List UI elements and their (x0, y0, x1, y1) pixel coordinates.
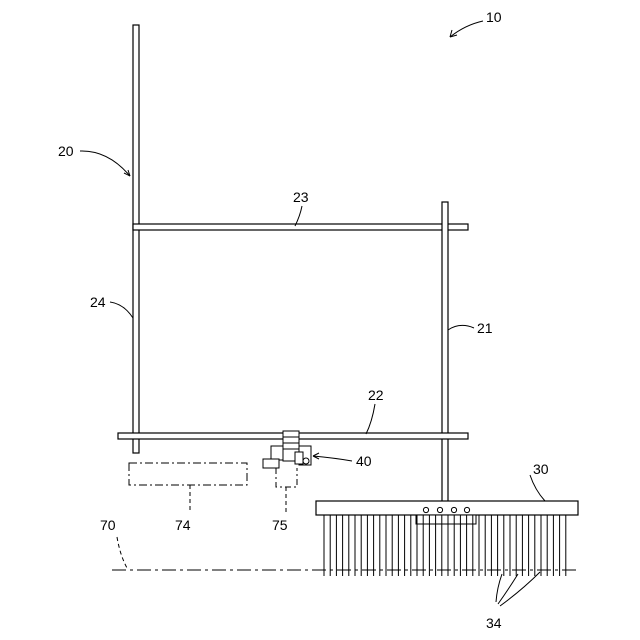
member-23-ref: 23 (293, 189, 309, 226)
box-74-ref: 74 (175, 485, 191, 533)
brush-label: 30 (533, 461, 549, 477)
member-24-ref: 24 (90, 294, 133, 318)
upper-horizontal-member (133, 224, 468, 230)
member-22-label: 22 (368, 387, 384, 403)
ground-ref: 70 (100, 517, 127, 568)
member-21-leader (448, 325, 474, 330)
clamp-ref: 40 (313, 453, 372, 469)
member-21-ref: 21 (448, 320, 493, 336)
apparatus-ref: 10 (450, 9, 502, 37)
brush-ref: 30 (530, 461, 549, 501)
frame-leader (80, 151, 130, 176)
clamp-bolt (303, 458, 309, 464)
bristles-label: 34 (486, 615, 502, 631)
box-75-ref: 75 (272, 487, 288, 533)
member-22-leader (366, 404, 375, 434)
bristles-leader-1 (496, 574, 502, 602)
box-74-label: 74 (175, 517, 191, 533)
ground-label: 70 (100, 517, 116, 533)
member-22-ref: 22 (366, 387, 384, 434)
mount-bolt (464, 507, 469, 512)
clamp-label: 40 (356, 453, 372, 469)
brush-head (316, 501, 578, 515)
box-74 (129, 463, 247, 485)
mount-bolt (451, 507, 456, 512)
member-24-label: 24 (90, 294, 106, 310)
bristles-ref: 34 (486, 572, 540, 631)
clamp-left-foot (263, 459, 279, 468)
bristles-leader-3 (500, 572, 540, 606)
apparatus-label: 10 (486, 9, 502, 25)
mount-bolt (423, 507, 428, 512)
member-24-leader (110, 302, 133, 318)
box-75 (276, 468, 297, 487)
mount-bolt (437, 507, 442, 512)
apparatus-leader (450, 21, 483, 37)
member-23-label: 23 (293, 189, 309, 205)
member-23-leader (295, 206, 302, 226)
clamp-left-plate (271, 446, 283, 460)
frame-left-post (133, 25, 139, 453)
frame-ref: 20 (58, 143, 130, 176)
right-vertical-post (442, 202, 448, 502)
box-75-label: 75 (272, 517, 288, 533)
brush-unit (316, 501, 578, 576)
member-21-label: 21 (477, 320, 493, 336)
ground-leader (117, 537, 127, 568)
brush-leader (530, 475, 545, 501)
frame-label: 20 (58, 143, 74, 159)
